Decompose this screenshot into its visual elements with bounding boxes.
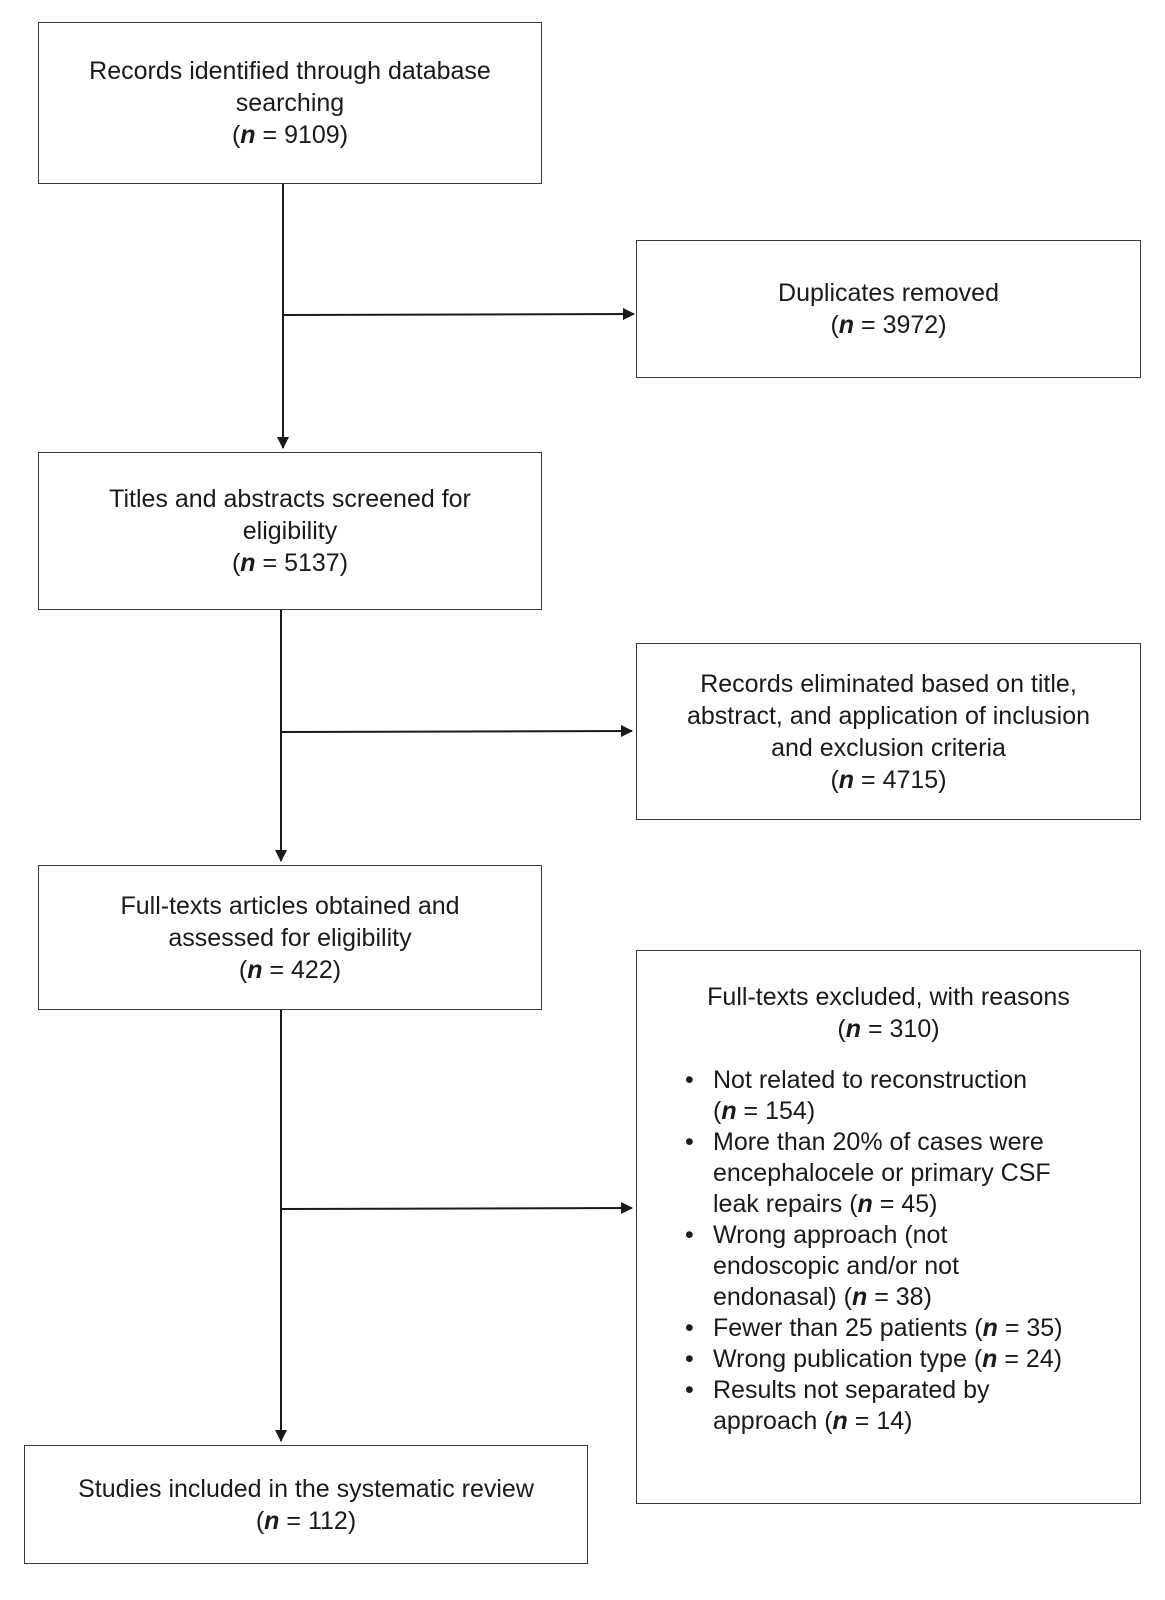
reason-item: More than 20% of cases were encephalocel… — [685, 1127, 1140, 1220]
box-fulltexts-excluded: Full-texts excluded, with reasons (n = 3… — [636, 950, 1141, 1504]
count-label: (n = 3972) — [830, 311, 947, 339]
count-label: (n = 112) — [255, 1506, 357, 1535]
box-titles-abstracts-screened: Titles and abstracts screened for eligib… — [38, 452, 542, 610]
box-label-line: and exclusion criteria — [771, 733, 1006, 762]
reason-item: Fewer than 25 patients (n = 35) — [685, 1313, 1140, 1344]
box-label-line: Records identified through database — [89, 57, 491, 85]
box-label-line: Studies included in the systematic revie… — [78, 1474, 534, 1503]
box-label-line: Full-texts articles obtained and — [120, 891, 460, 920]
box-studies-included: Studies included in the systematic revie… — [24, 1445, 588, 1564]
count-label: (n = 310) — [837, 1015, 940, 1043]
box-records-eliminated: Records eliminated based on title, abstr… — [636, 643, 1141, 820]
box-records-identified: Records identified through database sear… — [38, 22, 542, 184]
count-label: (n = 5137) — [231, 549, 349, 577]
box-label-line: Duplicates removed — [778, 279, 999, 307]
count-label: (n = 9109) — [231, 121, 349, 149]
exclusion-reasons-list: Not related to reconstruction (n = 154) … — [637, 1065, 1140, 1437]
box-label-line: eligibility — [242, 517, 338, 545]
box-label-line: abstract, and application of inclusion — [686, 701, 1091, 730]
box-label-line: Titles and abstracts screened for — [109, 485, 471, 513]
box-duplicates-removed: Duplicates removed (n = 3972) — [636, 240, 1141, 378]
count-label: (n = 422) — [238, 955, 342, 984]
box-label-line: searching — [235, 89, 345, 117]
arrow-to-duplicates — [282, 308, 635, 321]
reason-item: Not related to reconstruction (n = 154) — [685, 1065, 1140, 1127]
reason-item: Wrong publication type (n = 24) — [685, 1344, 1140, 1375]
box-fulltext-assessed: Full-texts articles obtained and assesse… — [38, 865, 542, 1010]
arrow-to-eliminated — [280, 725, 633, 738]
box-label-line: assessed for eligibility — [168, 923, 412, 952]
reason-item: Results not separated by approach (n = 1… — [685, 1375, 1140, 1437]
reason-item: Wrong approach (not endoscopic and/or no… — [685, 1220, 1140, 1313]
box-label-line: Records eliminated based on title, — [700, 669, 1077, 698]
count-label: (n = 4715) — [830, 765, 947, 794]
box-label-line: Full-texts excluded, with reasons — [707, 983, 1070, 1011]
arrow-to-excluded — [280, 1202, 633, 1215]
